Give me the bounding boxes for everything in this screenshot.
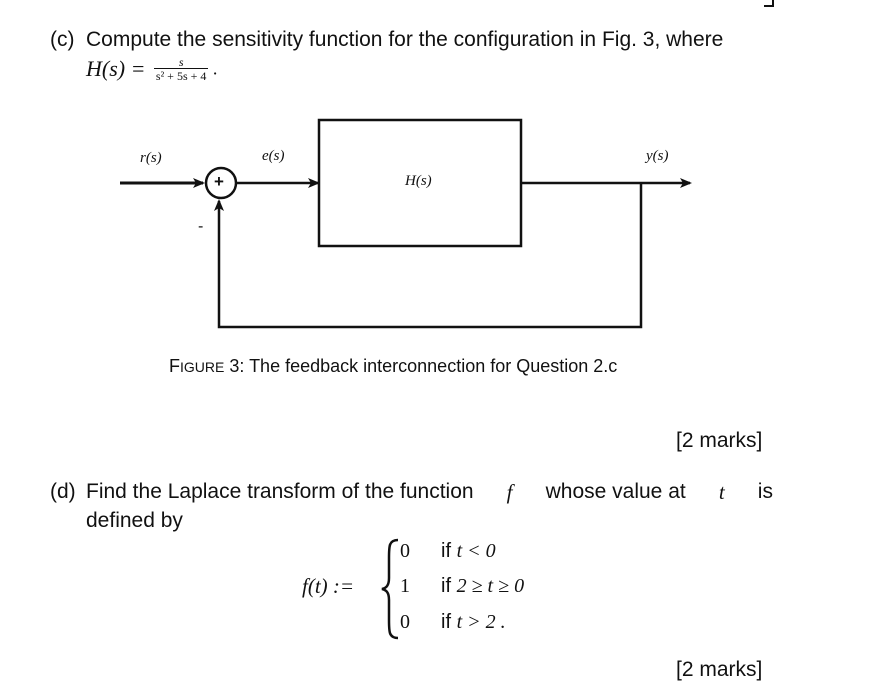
marks-c: [2 marks] bbox=[676, 429, 763, 452]
top-bracket-fragment bbox=[764, 0, 774, 7]
feedback-block-diagram bbox=[120, 118, 692, 329]
case-1-cond: t < 0 bbox=[456, 540, 496, 562]
case-3-if: if bbox=[441, 611, 451, 633]
caption-fig-rest: IGURE bbox=[180, 359, 225, 375]
case-row-2-cond: if 2 ≥ t ≥ 0 bbox=[441, 575, 524, 598]
output-label: y(s) bbox=[646, 148, 669, 164]
feedback-path bbox=[214, 183, 643, 329]
case-row-2: 1 bbox=[400, 575, 410, 598]
transfer-function-definition: H(s) = s s² + 5s + 4 . bbox=[86, 56, 217, 92]
var-t: t bbox=[718, 480, 725, 504]
h-fraction: s s² + 5s + 4 bbox=[153, 55, 209, 83]
case-3-value: 0 bbox=[400, 611, 410, 633]
part-d-label: (d) bbox=[50, 480, 76, 503]
block-label: H(s) bbox=[405, 173, 432, 189]
case-row-1-cond: if t < 0 bbox=[441, 540, 496, 563]
part-d-line2: defined by bbox=[86, 509, 183, 532]
case-2-value: 1 bbox=[400, 575, 410, 597]
h-numerator: s bbox=[178, 55, 184, 69]
case-1-if: if bbox=[441, 540, 451, 562]
minus-sign: - bbox=[198, 218, 204, 235]
case-1-value: 0 bbox=[400, 540, 410, 562]
h-period: . bbox=[212, 58, 218, 79]
plus-sign: + bbox=[214, 172, 224, 191]
input-label: r(s) bbox=[140, 150, 162, 166]
part-d-line1-text: Find the Laplace transform of the functi… bbox=[86, 480, 474, 503]
case-3-cond: t > 2 . bbox=[456, 611, 506, 633]
part-d-line1b: whose value at bbox=[545, 480, 686, 503]
caption-text: The feedback interconnection for Questio… bbox=[249, 356, 618, 376]
case-row-1: 0 bbox=[400, 540, 410, 563]
case-2-cond: 2 ≥ t ≥ 0 bbox=[456, 575, 525, 597]
caption-fig-first: F bbox=[169, 356, 180, 376]
marks-d: [2 marks] bbox=[676, 658, 763, 681]
left-brace bbox=[381, 538, 399, 640]
case-row-3: 0 bbox=[400, 611, 410, 634]
caption-number: 3: bbox=[229, 356, 245, 376]
h-lhs: H(s) = bbox=[86, 56, 146, 81]
piecewise-lhs: f(t) := bbox=[302, 574, 355, 598]
part-c-label: (c) bbox=[50, 28, 75, 51]
var-f: f bbox=[506, 480, 513, 504]
figure-caption: FIGURE 3: The feedback interconnection f… bbox=[169, 356, 617, 377]
part-d-line1: Find the Laplace transform of the functi… bbox=[86, 478, 773, 506]
h-denominator: s² + 5s + 4 bbox=[153, 68, 209, 83]
error-label: e(s) bbox=[262, 148, 285, 164]
case-2-if: if bbox=[441, 575, 451, 597]
part-c-text: Compute the sensitivity function for the… bbox=[86, 28, 724, 51]
part-d-line1c: is bbox=[757, 480, 773, 503]
case-row-3-cond: if t > 2 . bbox=[441, 611, 506, 634]
